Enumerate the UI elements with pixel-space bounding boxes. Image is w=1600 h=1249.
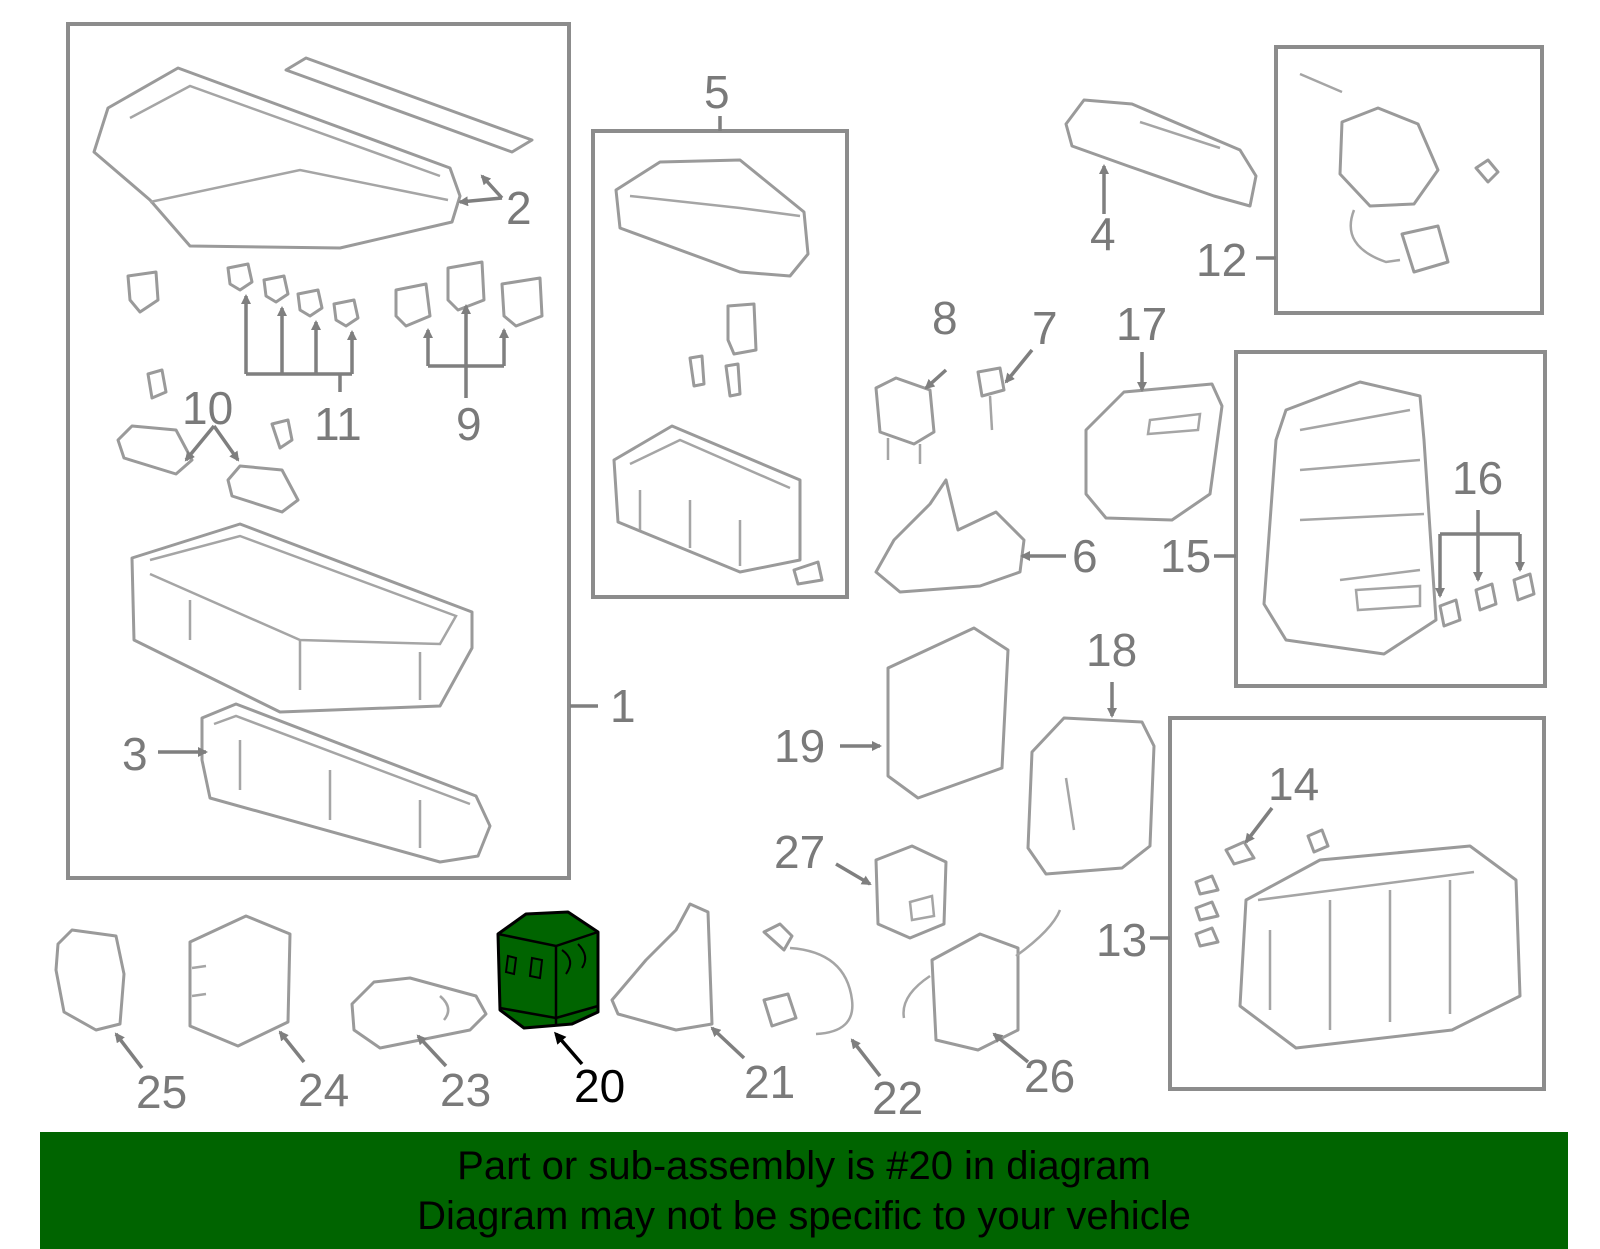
part-20-relay-highlighted [496, 910, 600, 1030]
callout-11: 11 [314, 398, 362, 450]
callout-20: 20 [574, 1060, 625, 1112]
part-5-assembly [612, 158, 824, 586]
callout-13: 13 [1096, 914, 1147, 966]
callout-4: 4 [1090, 208, 1116, 260]
part-24-module [188, 914, 292, 1048]
callout-22: 22 [872, 1072, 923, 1124]
callout-15: 15 [1160, 530, 1211, 582]
part-6-bracket [874, 478, 1026, 594]
group-box-12 [1274, 45, 1544, 315]
part-1-tray [130, 522, 474, 714]
callout-14: 14 [1268, 758, 1319, 810]
callout-10: 10 [182, 382, 233, 434]
leader-lines [114, 116, 1525, 1078]
callout-16: 16 [1452, 452, 1503, 504]
callout-5: 5 [704, 66, 730, 118]
part-16-clips [1438, 572, 1536, 628]
part-26-module [902, 909, 1062, 1052]
part-9-clips [394, 260, 544, 328]
part-8-relay [874, 376, 936, 464]
callout-27: 27 [774, 826, 825, 878]
callout-21: 21 [744, 1056, 795, 1108]
callout-23: 23 [440, 1064, 491, 1116]
part-21-bracket [610, 902, 714, 1032]
callout-2: 2 [506, 182, 532, 234]
part-13-junction-box [1194, 844, 1522, 1050]
part-23-bracket [350, 976, 488, 1050]
callout-19: 19 [774, 720, 825, 772]
group-box-15 [1234, 350, 1547, 688]
callout-26: 26 [1024, 1050, 1075, 1102]
part-18-module [1026, 716, 1156, 876]
part-3-cover [200, 702, 492, 864]
part-17-module [1084, 382, 1224, 522]
part-2-lid [92, 56, 534, 250]
part-14-clips [1224, 828, 1330, 866]
group-box-1 [66, 22, 571, 880]
part-27-relay [874, 844, 948, 940]
callout-7: 7 [1032, 302, 1058, 354]
callout-12: 12 [1196, 234, 1247, 286]
part-15-fusebox [1262, 380, 1438, 656]
banner-line-part-number: Part or sub-assembly is #20 in diagram [457, 1143, 1151, 1188]
part-22-sensor [762, 922, 854, 1036]
part-25-cover [54, 928, 126, 1032]
callout-8: 8 [932, 292, 958, 344]
callout-9: 9 [456, 398, 482, 450]
group-box-13 [1168, 716, 1546, 1091]
part-7-bolt [976, 366, 1006, 431]
callout-17: 17 [1116, 298, 1167, 350]
callout-25: 25 [136, 1066, 187, 1118]
callout-18: 18 [1086, 624, 1137, 676]
part-12-horn [1299, 72, 1500, 274]
callout-24: 24 [298, 1064, 349, 1116]
info-banner: Part or sub-assembly is #20 in diagram D… [40, 1132, 1568, 1249]
part-19-ecu [886, 626, 1010, 800]
part-4-bracket [1064, 98, 1258, 208]
callout-3: 3 [122, 728, 148, 780]
callout-1: 1 [610, 680, 636, 732]
callout-6: 6 [1072, 530, 1098, 582]
banner-line-disclaimer: Diagram may not be specific to your vehi… [417, 1193, 1191, 1238]
part-11-clips [126, 262, 360, 328]
